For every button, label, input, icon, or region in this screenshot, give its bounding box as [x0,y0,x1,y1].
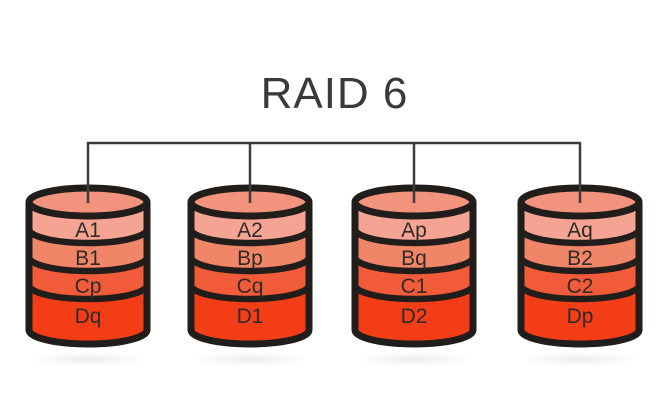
block-label: C2 [567,275,594,298]
band-separator [187,228,313,247]
block-label: Aq [567,219,593,242]
band-separator [517,284,643,303]
disk-shadow [30,352,146,366]
band-separator [25,284,151,303]
block-label: Cq [237,275,264,298]
diagram-title: RAID 6 [260,69,409,118]
disk-outline [25,202,151,348]
band-separator [351,284,477,303]
band-separator [351,256,477,275]
disk-icon: Aq B2 C2 Dp [517,184,643,348]
disk-outline [187,202,313,348]
disk-top [187,184,313,220]
block-label: C1 [401,275,428,298]
block-label: A2 [237,219,263,242]
band-separator [351,228,477,247]
block-label: A1 [75,219,101,242]
block-label: Bp [237,247,263,270]
disk-shadow [192,352,308,366]
bus-line [86,141,582,203]
band-separator [187,256,313,275]
band-separator [517,256,643,275]
block-label: B2 [567,247,593,270]
block-label: Dp [567,305,594,328]
disk-top [517,184,643,220]
disk-top [25,184,151,220]
band-separator [25,256,151,275]
band-separator [517,228,643,247]
disk-top [351,184,477,220]
disk-shadow [522,352,638,366]
block-label: D2 [401,305,428,328]
disk-icon: Ap Bq C1 D2 [351,184,477,348]
disk-icon: A1 B1 Cp Dq [25,184,151,348]
block-label: Ap [401,219,427,242]
band-separator [25,228,151,247]
disk-outline [351,202,477,348]
block-label: Cp [75,275,102,298]
disk-outline [517,202,643,348]
disk-icon: A2 Bp Cq D1 [187,184,313,348]
disk-shadow [356,352,472,366]
block-label: D1 [237,305,264,328]
band-separator [187,284,313,303]
block-label: Bq [401,247,427,270]
block-label: B1 [75,247,101,270]
block-label: Dq [75,305,102,328]
